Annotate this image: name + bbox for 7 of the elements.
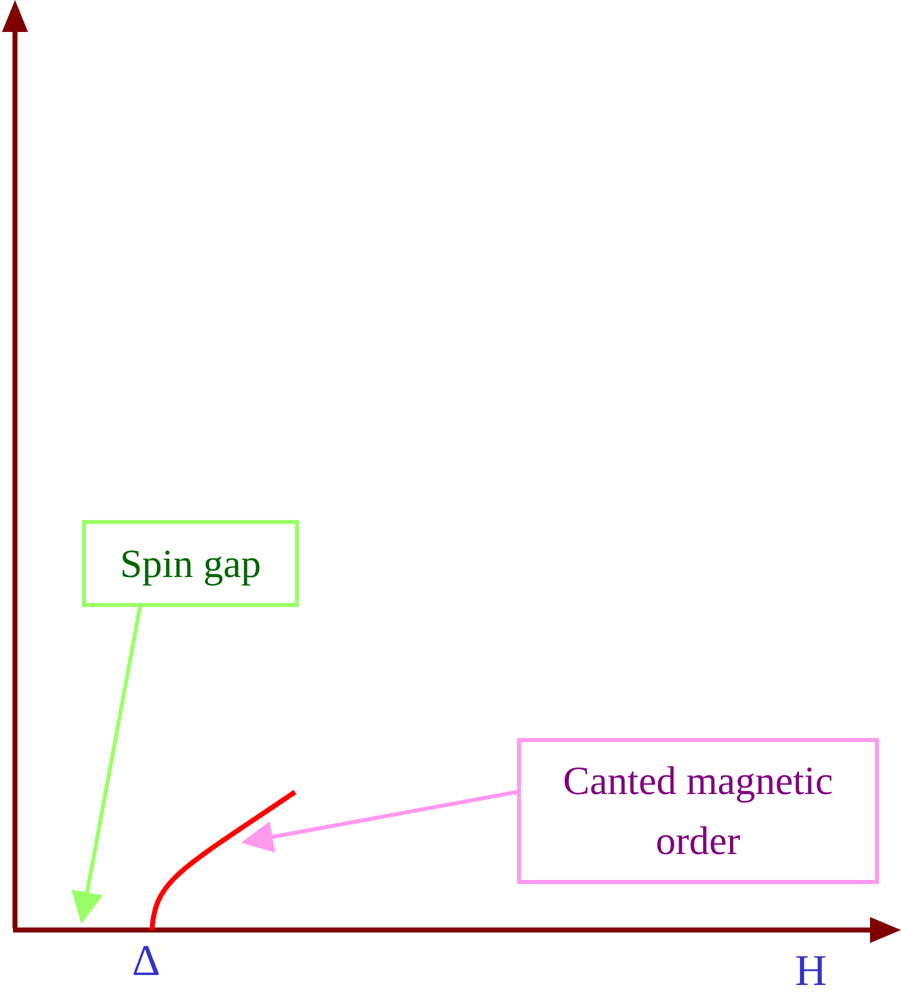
annotation-box: Spin gap	[82, 520, 299, 607]
phase-boundary-curve	[150, 790, 296, 930]
annotation-box: Canted magnetic order	[517, 738, 879, 884]
axis-tick-label: Δ	[132, 935, 160, 986]
leader-arrow	[71, 606, 142, 924]
arrow	[241, 790, 518, 853]
axis-label: H	[795, 945, 827, 994]
